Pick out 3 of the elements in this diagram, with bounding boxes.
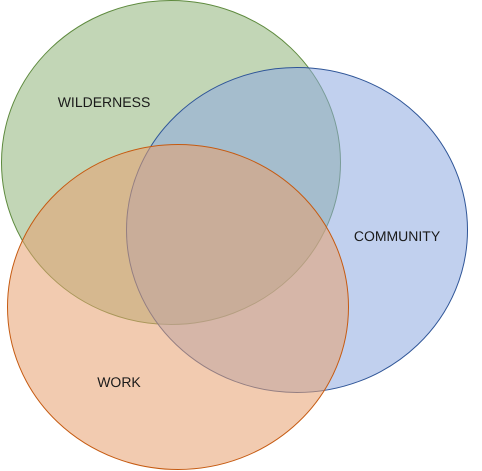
set-label: WORK (97, 374, 141, 390)
set-label: COMMUNITY (354, 228, 440, 244)
set-label: WILDERNESS (58, 94, 150, 110)
